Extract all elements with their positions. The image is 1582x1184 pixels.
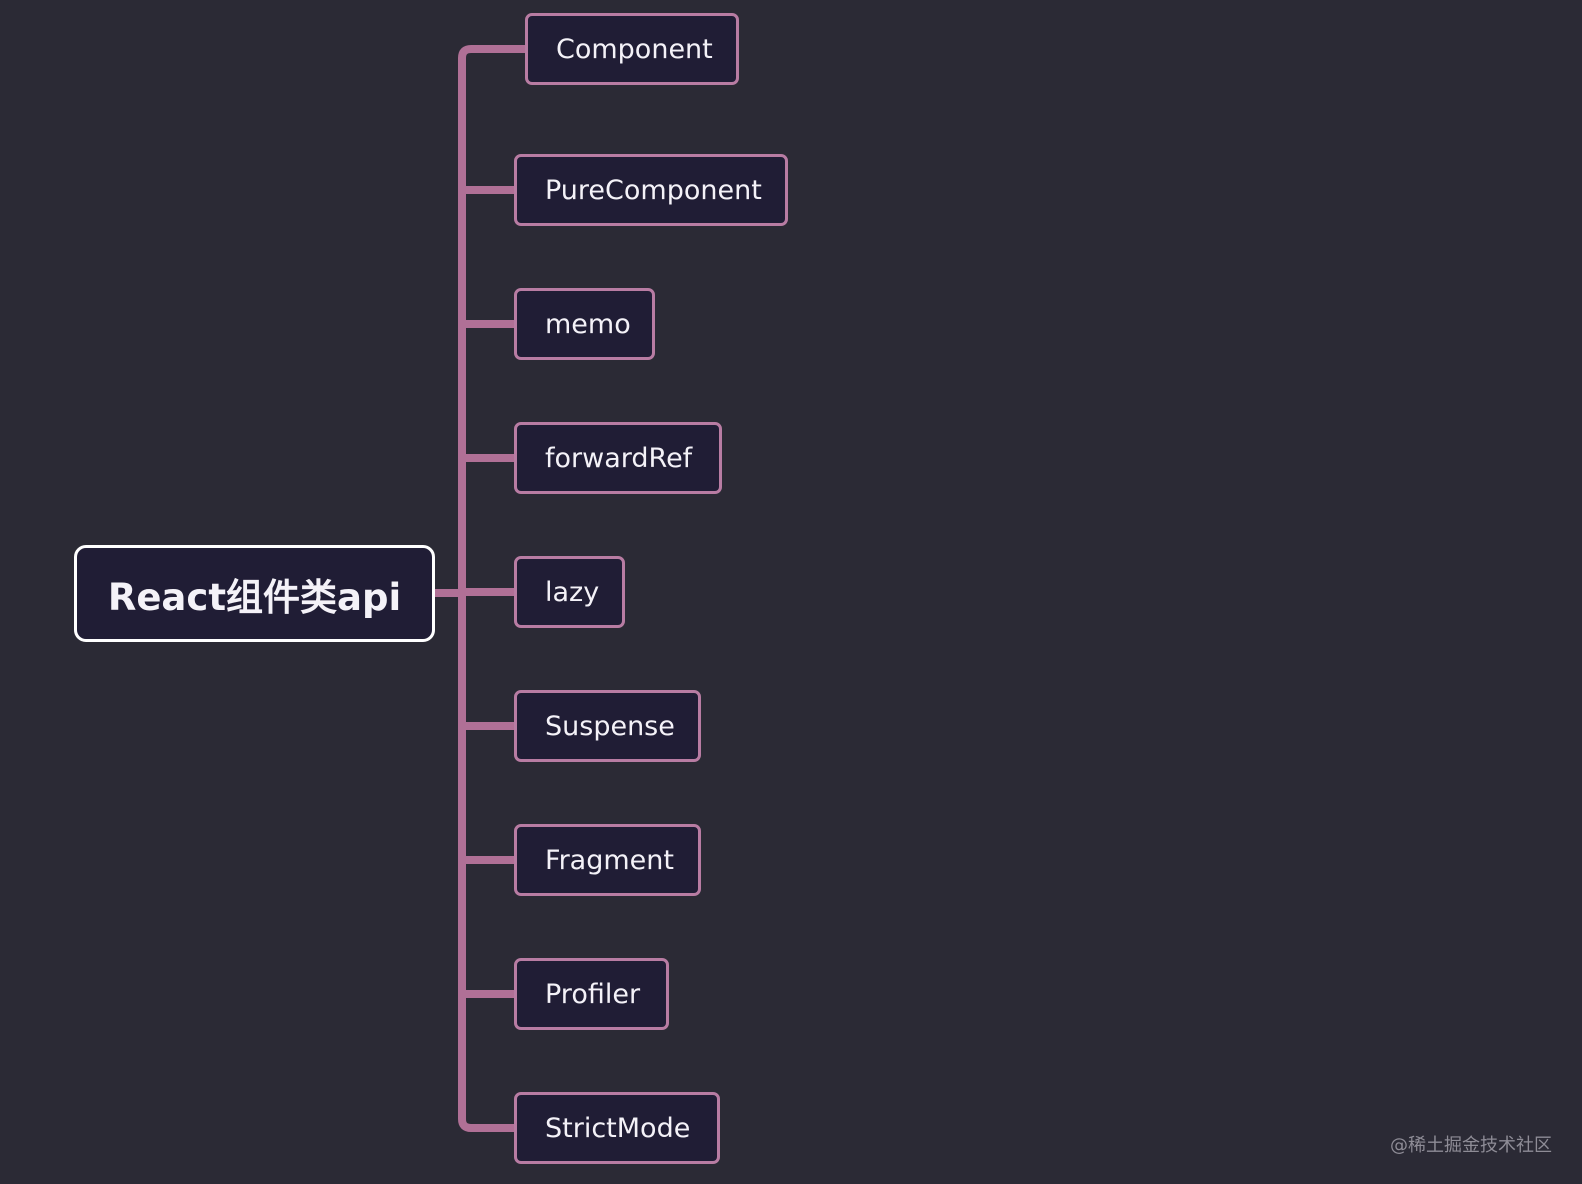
child-node-fragment[interactable]: Fragment xyxy=(514,824,701,896)
child-node-component[interactable]: Component xyxy=(525,13,739,85)
root-node[interactable]: React组件类api xyxy=(74,545,435,642)
child-node-label: memo xyxy=(545,308,631,340)
child-node-strictmode[interactable]: StrictMode xyxy=(514,1092,720,1164)
child-node-label: Component xyxy=(556,33,713,65)
child-node-label: StrictMode xyxy=(545,1112,691,1144)
branch-connector xyxy=(458,45,525,59)
child-node-profiler[interactable]: Profiler xyxy=(514,958,669,1030)
child-node-purecomponent[interactable]: PureComponent xyxy=(514,154,788,226)
branch-connector xyxy=(458,1118,514,1132)
root-node-label: React组件类api xyxy=(107,575,402,619)
child-node-label: forwardRef xyxy=(545,442,693,474)
child-node-label: Profiler xyxy=(545,978,641,1010)
child-node-label: PureComponent xyxy=(545,174,762,206)
child-node-memo[interactable]: memo xyxy=(514,288,655,360)
child-node-lazy[interactable]: lazy xyxy=(514,556,625,628)
child-node-forwardref[interactable]: forwardRef xyxy=(514,422,722,494)
child-node-label: Fragment xyxy=(545,844,674,876)
child-node-label: Suspense xyxy=(545,710,675,742)
child-node-label: lazy xyxy=(545,576,600,608)
watermark: @稀土掘金技术社区 xyxy=(1390,1135,1552,1156)
child-node-suspense[interactable]: Suspense xyxy=(514,690,701,762)
